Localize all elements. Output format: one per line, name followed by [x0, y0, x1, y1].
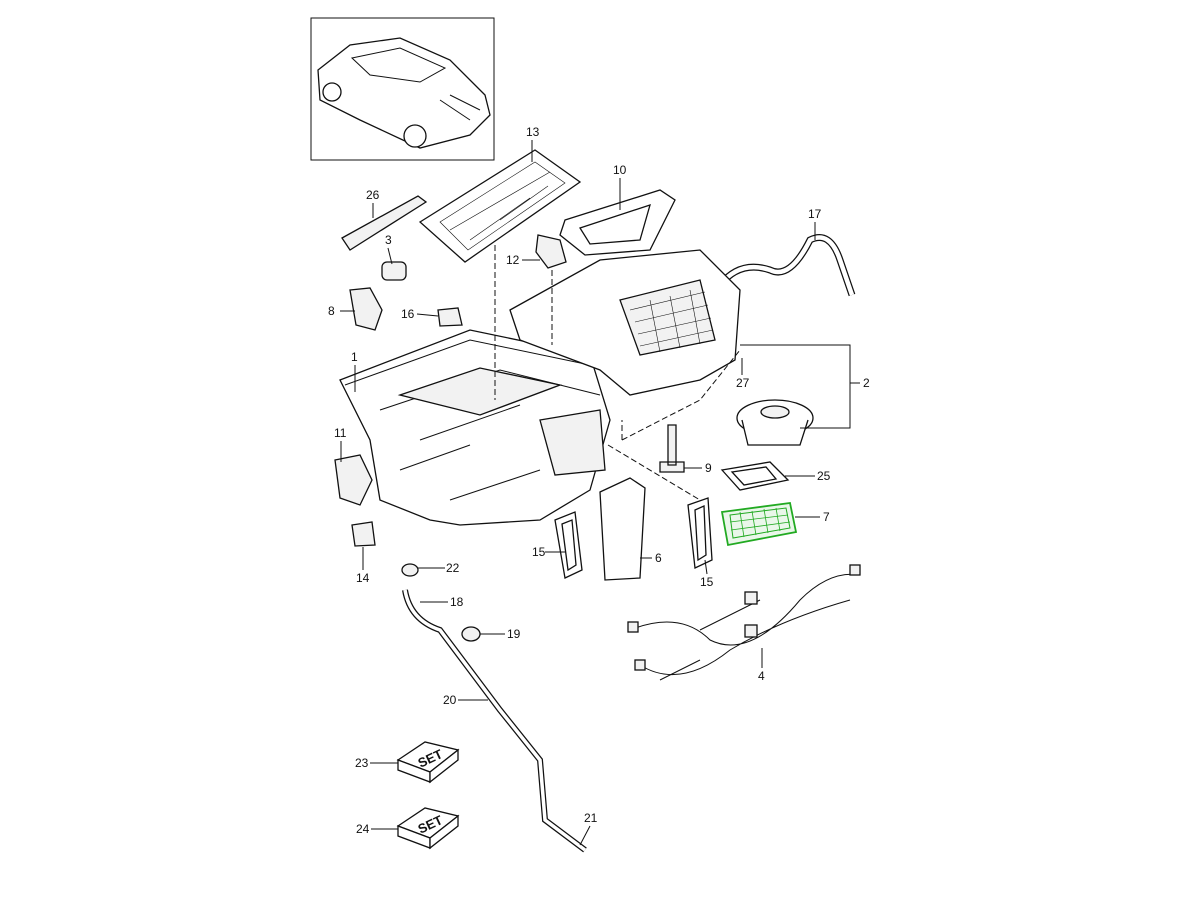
callout-16[interactable]: 16 [401, 307, 415, 321]
callout-27[interactable]: 27 [736, 376, 750, 390]
callout-8[interactable]: 8 [328, 304, 335, 318]
part-16-clip[interactable] [437, 307, 463, 327]
callout-13[interactable]: 13 [526, 125, 540, 139]
callout-3[interactable]: 3 [385, 233, 392, 247]
callout-15-left[interactable]: 15 [532, 545, 546, 559]
part-13-frame[interactable] [418, 149, 582, 263]
callout-25[interactable]: 25 [817, 469, 831, 483]
part-9-sensor[interactable] [659, 424, 685, 473]
callout-11[interactable]: 11 [334, 426, 347, 440]
callout-7[interactable]: 7 [823, 510, 830, 524]
callout-26[interactable]: 26 [366, 188, 380, 202]
part-10-gasket[interactable] [559, 189, 676, 256]
callout-14[interactable]: 14 [356, 571, 370, 585]
callout-19[interactable]: 19 [507, 627, 521, 641]
callout-12[interactable]: 12 [506, 253, 520, 267]
vehicle-inset[interactable] [310, 17, 495, 161]
part-15-gasket-left[interactable] [554, 511, 583, 579]
callout-18[interactable]: 18 [450, 595, 464, 609]
part-2-blower[interactable] [736, 399, 814, 446]
part-19-grommet[interactable] [461, 626, 481, 642]
part-3[interactable] [381, 261, 407, 281]
callout-1[interactable]: 1 [351, 350, 358, 364]
part-12-actuator[interactable] [535, 234, 567, 269]
callout-24[interactable]: 24 [356, 822, 370, 836]
part-8-actuator[interactable] [349, 287, 383, 331]
part-7-filter-highlighted[interactable] [720, 501, 798, 547]
blower-housing[interactable] [509, 249, 741, 396]
part-4-wiring-harness[interactable] [627, 564, 861, 681]
callout-20[interactable]: 20 [443, 693, 457, 707]
callout-22[interactable]: 22 [446, 561, 460, 575]
part-22-grommet[interactable] [401, 563, 419, 577]
callout-10[interactable]: 10 [613, 163, 627, 177]
callout-9[interactable]: 9 [705, 461, 712, 475]
set-box-24[interactable]: SET [396, 807, 460, 850]
part-6-filter[interactable] [599, 477, 646, 581]
part-15-gasket-right[interactable] [687, 497, 713, 569]
callout-23[interactable]: 23 [355, 756, 369, 770]
leader-lines [340, 140, 860, 846]
callout-21[interactable]: 21 [584, 811, 598, 825]
set-box-23[interactable]: SET [396, 741, 460, 784]
callouts: 13 10 26 17 3 12 8 16 1 2 27 11 9 25 7 1… [328, 125, 870, 836]
callout-4[interactable]: 4 [758, 669, 765, 683]
part-1-hvac-housing[interactable] [339, 329, 611, 526]
callout-2[interactable]: 2 [863, 376, 870, 390]
callout-6[interactable]: 6 [655, 551, 662, 565]
part-26-bar[interactable] [341, 195, 428, 251]
part-11-actuator[interactable] [334, 454, 373, 506]
callout-15-right[interactable]: 15 [700, 575, 714, 589]
part-14-sensor[interactable] [351, 521, 376, 547]
callout-17[interactable]: 17 [808, 207, 822, 221]
part-25-gasket[interactable] [720, 461, 790, 491]
